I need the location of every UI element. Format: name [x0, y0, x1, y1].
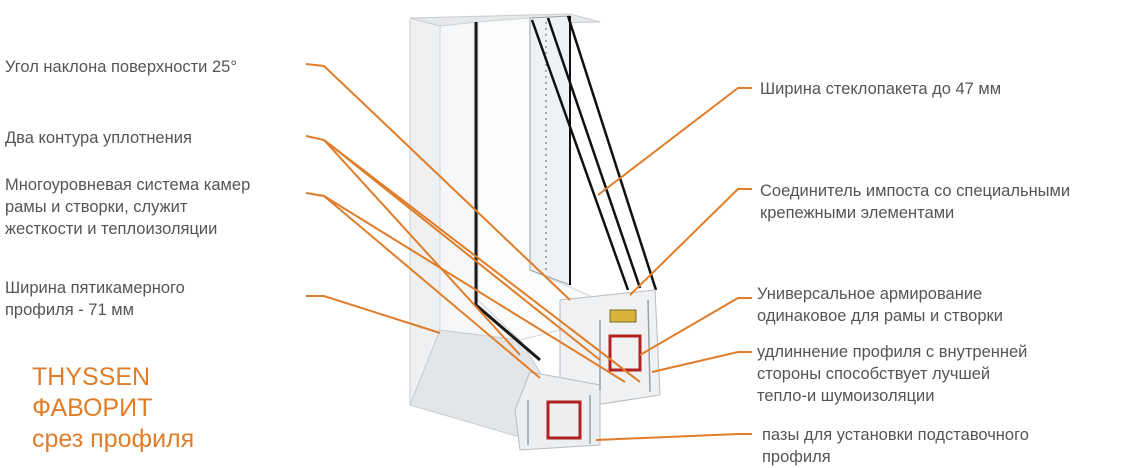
label-profile-width-line-2: профиля - 71 мм	[5, 301, 134, 319]
label-reinforcement-line-2: одинаковое для рамы и створки	[757, 307, 1003, 325]
spacer	[609, 309, 637, 323]
label-glass-unit-width: Ширина стеклопакета до 47 мм	[760, 80, 1002, 98]
label-mullion-connector: Соединитель импоста со специальными креп…	[760, 180, 1070, 224]
glass-edge-3	[566, 15, 658, 291]
leader-two-seals-c	[323, 139, 641, 383]
leader-lines	[305, 63, 752, 441]
frame-reinforcement	[546, 400, 582, 440]
label-extension-line-2: стороны способствует лучшей	[757, 365, 991, 383]
leader-multilevel-b	[323, 195, 626, 383]
label-grooves-line-2: профиля	[762, 448, 831, 466]
label-reinforcement-line-1: Универсальное армирование	[757, 285, 983, 303]
seal-line	[474, 22, 541, 362]
glass-edge-1	[530, 19, 630, 291]
label-two-seals: Два контура уплотнения	[5, 129, 192, 147]
label-mullion-connector-line-2: крепежными элементами	[760, 204, 955, 222]
label-profile-width: Ширина пятикамерного профиля - 71 мм	[5, 277, 185, 321]
leader-two-seals-b	[323, 139, 601, 361]
label-mullion-connector-line-1: Соединитель импоста со специальными	[760, 182, 1071, 200]
leader-slope-angle	[305, 63, 571, 301]
frame-bottom-slope	[409, 329, 541, 441]
label-multilevel-line-2: рамы и створки, служит	[5, 198, 188, 216]
brand-block: THYSSEN ФАВОРИТ срез профиля	[32, 362, 194, 455]
leader-mullion	[629, 188, 752, 296]
leader-reinforcement	[639, 297, 752, 356]
label-grooves: пазы для установки подставочного профиля	[762, 424, 1029, 468]
label-extension: удлиннение профиля с внутренней стороны …	[757, 341, 1027, 407]
glass-pane-inner	[529, 15, 571, 286]
profile-illustration	[409, 13, 661, 451]
leader-glass-width	[597, 87, 752, 196]
leader-profile-width	[306, 295, 441, 334]
brand-line-1: THYSSEN	[32, 363, 151, 391]
leader-extension	[651, 351, 752, 373]
label-grooves-line-1: пазы для установки подставочного	[762, 426, 1029, 444]
label-profile-width-line-1: Ширина пятикамерного	[5, 279, 185, 297]
leader-grooves	[595, 433, 752, 441]
label-multilevel-line-1: Многоуровневая система камер	[5, 176, 251, 194]
label-reinforcement: Универсальное армирование одинаковое для…	[757, 283, 1003, 327]
chamber-divider-4	[647, 299, 651, 393]
label-slope-angle: Угол наклона поверхности 25°	[5, 58, 237, 76]
label-extension-line-3: тепло-и шумоизоляции	[757, 387, 935, 405]
glass-edge-2	[546, 17, 642, 289]
brand-line-3: срез профиля	[32, 425, 195, 453]
brand-line-2: ФАВОРИТ	[32, 394, 153, 422]
label-multilevel-line-3: жесткости и теплоизоляции	[5, 220, 218, 238]
label-extension-line-1: удлиннение профиля с внутренней	[757, 343, 1028, 361]
label-multilevel: Многоуровневая система камер рамы и ство…	[5, 174, 250, 240]
